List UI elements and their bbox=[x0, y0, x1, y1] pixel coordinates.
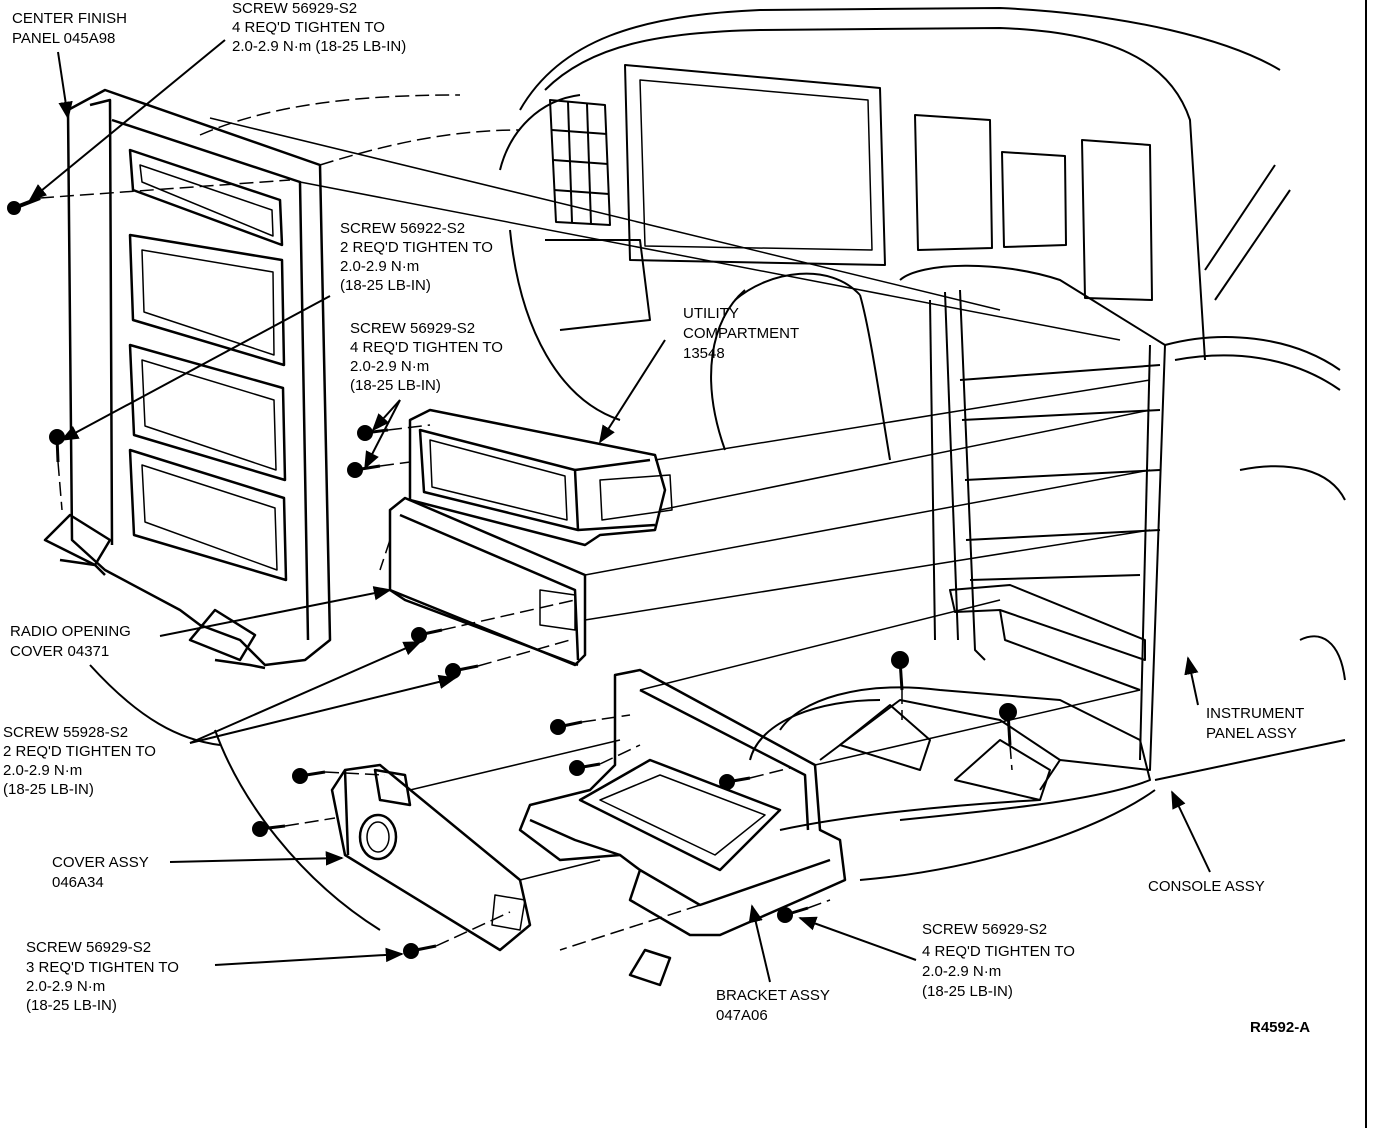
label-line: COVER 04371 bbox=[10, 643, 109, 660]
label-utility-compartment: UTILITY COMPARTMENT 13548 bbox=[683, 305, 803, 362]
label-line: 2 REQ'D TIGHTEN TO bbox=[3, 743, 156, 760]
screw-bracket-a bbox=[550, 719, 583, 735]
label-screw-bottom-right: SCREW 56929-S2 4 REQ'D TIGHTEN TO 2.0-2.… bbox=[922, 921, 1079, 1000]
label-line: 2.0-2.9 N·m bbox=[26, 978, 105, 995]
label-screw-top: SCREW 56929-S2 4 REQ'D TIGHTEN TO 2.0-2.… bbox=[232, 0, 406, 55]
label-line: INSTRUMENT bbox=[1206, 705, 1304, 722]
center-finish-panel-drawing bbox=[43, 88, 332, 670]
screw-bracket-c bbox=[719, 774, 751, 790]
label-line: R4592-A bbox=[1250, 1019, 1310, 1036]
screw-console-b bbox=[999, 703, 1017, 746]
label-line: BRACKET ASSY bbox=[716, 987, 830, 1004]
label-radio-opening-cover: RADIO OPENING COVER 04371 bbox=[10, 623, 135, 660]
screws bbox=[7, 196, 1017, 959]
label-line: SCREW 56929-S2 bbox=[922, 921, 1047, 938]
label-line: 3 REQ'D TIGHTEN TO bbox=[26, 959, 179, 976]
screw-console-a bbox=[891, 651, 909, 691]
label-screw-bottom-left: SCREW 56929-S2 3 REQ'D TIGHTEN TO 2.0-2.… bbox=[26, 939, 183, 1014]
label-line: COVER ASSY bbox=[52, 854, 149, 871]
label-line: 046A34 bbox=[52, 874, 104, 891]
bracket-assy-drawing bbox=[518, 668, 847, 987]
radio-opening-cover-drawing bbox=[388, 496, 587, 667]
screw-bottom-left bbox=[403, 943, 437, 959]
label-center-finish-panel: CENTER FINISH PANEL 045A98 bbox=[12, 10, 131, 47]
label-line: (18-25 LB-IN) bbox=[350, 377, 441, 394]
label-line: (18-25 LB-IN) bbox=[3, 781, 94, 798]
utility-compartment-drawing bbox=[408, 408, 673, 547]
label-screw-56922: SCREW 56922-S2 2 REQ'D TIGHTEN TO 2.0-2.… bbox=[340, 220, 497, 294]
label-line: 2.0-2.9 N·m bbox=[922, 963, 1001, 980]
screw-bracket-b bbox=[569, 760, 601, 776]
label-screw-mid: SCREW 56929-S2 4 REQ'D TIGHTEN TO 2.0-2.… bbox=[350, 320, 507, 394]
screw-bottom-right bbox=[777, 906, 809, 923]
callout-labels: CENTER FINISH PANEL 045A98 SCREW 56929-S… bbox=[3, 0, 1310, 1036]
label-line: 4 REQ'D TIGHTEN TO bbox=[922, 943, 1075, 960]
cover-assy-drawing bbox=[330, 763, 532, 952]
label-line: 2.0-2.9 N·m bbox=[340, 258, 419, 275]
label-screw-55928: SCREW 55928-S2 2 REQ'D TIGHTEN TO 2.0-2.… bbox=[3, 724, 160, 798]
label-line: PANEL 045A98 bbox=[12, 30, 115, 47]
label-cover-assy: COVER ASSY 046A34 bbox=[52, 854, 153, 891]
assembly-lines bbox=[209, 117, 1151, 881]
screw-cover-b bbox=[252, 821, 286, 837]
screw-55928-b bbox=[445, 663, 479, 679]
label-line: PANEL ASSY bbox=[1206, 725, 1297, 742]
label-line: COMPARTMENT bbox=[683, 325, 799, 342]
label-bracket-assy: BRACKET ASSY 047A06 bbox=[716, 987, 834, 1024]
screw-left-mid bbox=[49, 429, 65, 463]
label-line: SCREW 56929-S2 bbox=[26, 939, 151, 956]
label-line: 047A06 bbox=[716, 1007, 768, 1024]
label-line: CONSOLE ASSY bbox=[1148, 878, 1265, 895]
label-line: 2.0-2.9 N·m bbox=[3, 762, 82, 779]
label-line: UTILITY bbox=[683, 305, 739, 322]
vent-grid bbox=[549, 99, 611, 226]
label-line: SCREW 56929-S2 bbox=[350, 320, 475, 337]
alignment-lines bbox=[39, 94, 1013, 951]
label-line: 2.0-2.9 N·m bbox=[350, 358, 429, 375]
label-line: 4 REQ'D TIGHTEN TO bbox=[232, 19, 385, 36]
label-line: (18-25 LB-IN) bbox=[340, 277, 431, 294]
screw-56929-b bbox=[347, 462, 381, 478]
label-line: 2 REQ'D TIGHTEN TO bbox=[340, 239, 493, 256]
label-line: SCREW 56922-S2 bbox=[340, 220, 465, 237]
instrument-panel-drawing bbox=[89, 7, 1346, 931]
leader-lines bbox=[28, 39, 1211, 983]
label-line: RADIO OPENING bbox=[10, 623, 131, 640]
figure-code: R4592-A bbox=[1250, 1019, 1310, 1036]
label-line: 2.0-2.9 N·m (18-25 LB-IN) bbox=[232, 38, 406, 55]
screw-cover-a bbox=[292, 768, 326, 784]
label-instrument-panel-assy: INSTRUMENT PANEL ASSY bbox=[1206, 705, 1308, 742]
label-console-assy: CONSOLE ASSY bbox=[1148, 878, 1265, 895]
screw-top-left bbox=[7, 196, 41, 215]
label-line: (18-25 LB-IN) bbox=[26, 997, 117, 1014]
screw-55928-a bbox=[411, 627, 443, 643]
label-line: SCREW 55928-S2 bbox=[3, 724, 128, 741]
label-line: 4 REQ'D TIGHTEN TO bbox=[350, 339, 503, 356]
label-line: (18-25 LB-IN) bbox=[922, 983, 1013, 1000]
label-line: SCREW 56929-S2 bbox=[232, 0, 357, 17]
label-line: 13548 bbox=[683, 345, 725, 362]
label-line: CENTER FINISH bbox=[12, 10, 127, 27]
